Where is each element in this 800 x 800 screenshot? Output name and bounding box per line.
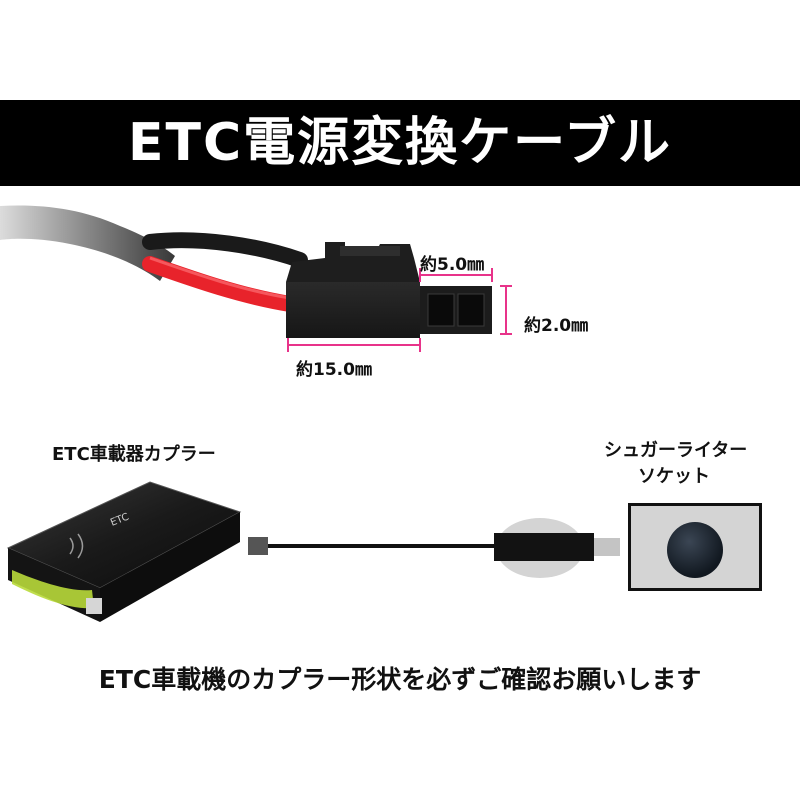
socket-hole bbox=[667, 522, 723, 578]
coupler-plug bbox=[248, 537, 268, 555]
cable-sleeve bbox=[0, 205, 175, 281]
black-wire bbox=[142, 232, 308, 268]
cable-illustration bbox=[248, 518, 620, 578]
page-title: ETC電源変換ケーブル bbox=[127, 113, 673, 173]
dimension-length-label: 約15.0㎜ bbox=[296, 360, 372, 380]
title-bar: ETC電源変換ケーブル bbox=[0, 100, 800, 186]
plug-body bbox=[494, 533, 594, 561]
socket-label-line1: シュガーライター bbox=[604, 440, 748, 461]
dimension-width-label: 約5.0㎜ bbox=[420, 255, 485, 275]
connector-housing bbox=[286, 242, 492, 338]
connector-photo bbox=[0, 205, 512, 352]
notice-text: ETC車載機のカプラー形状を必ずご確認お願いします bbox=[98, 665, 702, 694]
etc-device-illustration: ETC bbox=[6, 481, 242, 622]
dimension-lines bbox=[287, 268, 512, 352]
dimension-height-label: 約2.0㎜ bbox=[524, 316, 589, 336]
lighter-socket bbox=[628, 503, 762, 591]
plug-tip bbox=[594, 538, 620, 556]
socket-label-line2: ソケット bbox=[638, 466, 710, 487]
coupler-label: ETC車載器カプラー bbox=[52, 444, 216, 465]
red-wire bbox=[142, 256, 298, 312]
